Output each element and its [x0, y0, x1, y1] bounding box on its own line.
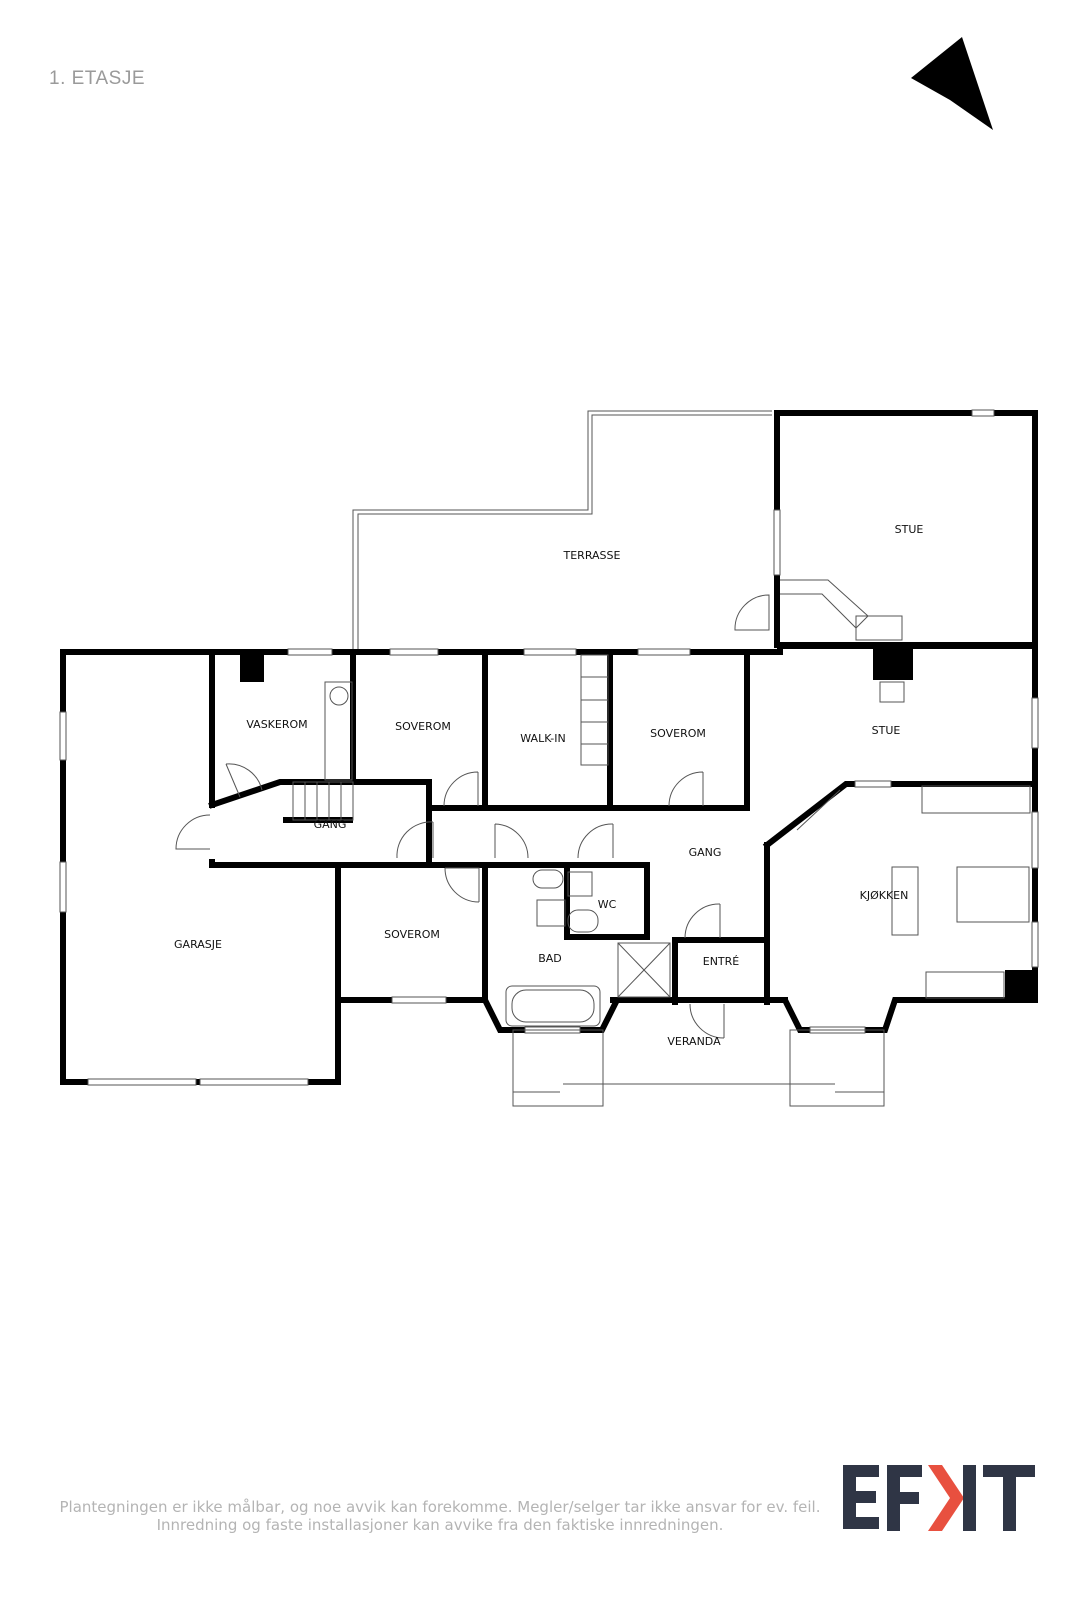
effekt-logo [843, 1465, 1035, 1531]
room-labels: STUE TERRASSE STUE VASKEROM SOVEROM WALK… [174, 523, 923, 1048]
north-arrow-icon [911, 37, 993, 130]
walls [60, 410, 1038, 1085]
terrace-outline-inner [357, 414, 772, 651]
room-label-wc: WC [598, 898, 617, 911]
room-label-stue-lower: STUE [872, 724, 901, 737]
room-label-gang-main: GANG [689, 846, 722, 859]
disclaimer: Plantegningen er ikke målbar, og noe avv… [20, 1498, 860, 1534]
room-label-vaskerom: VASKEROM [246, 718, 307, 731]
room-label-walk-in: WALK-IN [520, 732, 565, 745]
room-label-entre: ENTRÉ [703, 955, 740, 968]
doors[interactable] [175, 594, 841, 1039]
room-label-soverom-2: SOVEROM [650, 727, 706, 740]
floor-title: 1. ETASJE [49, 68, 146, 89]
room-label-kjokken: KJØKKEN [860, 889, 909, 902]
disclaimer-line-1: Plantegningen er ikke målbar, og noe avv… [59, 1498, 821, 1516]
room-label-terrasse: TERRASSE [563, 549, 621, 562]
room-label-stue-upper: STUE [895, 523, 924, 536]
disclaimer-line-2: Innredning og faste installasjoner kan a… [156, 1516, 724, 1534]
terrace-outline [352, 410, 772, 651]
room-label-gang-small: GANG [314, 818, 347, 831]
room-label-bad: BAD [538, 952, 562, 965]
room-label-soverom-1: SOVEROM [395, 720, 451, 733]
room-label-veranda: VERANDA [667, 1035, 721, 1048]
fixtures [292, 579, 1031, 1107]
windows [59, 409, 1039, 1086]
room-label-soverom-3: SOVEROM [384, 928, 440, 941]
room-label-garasje: GARASJE [174, 938, 222, 951]
